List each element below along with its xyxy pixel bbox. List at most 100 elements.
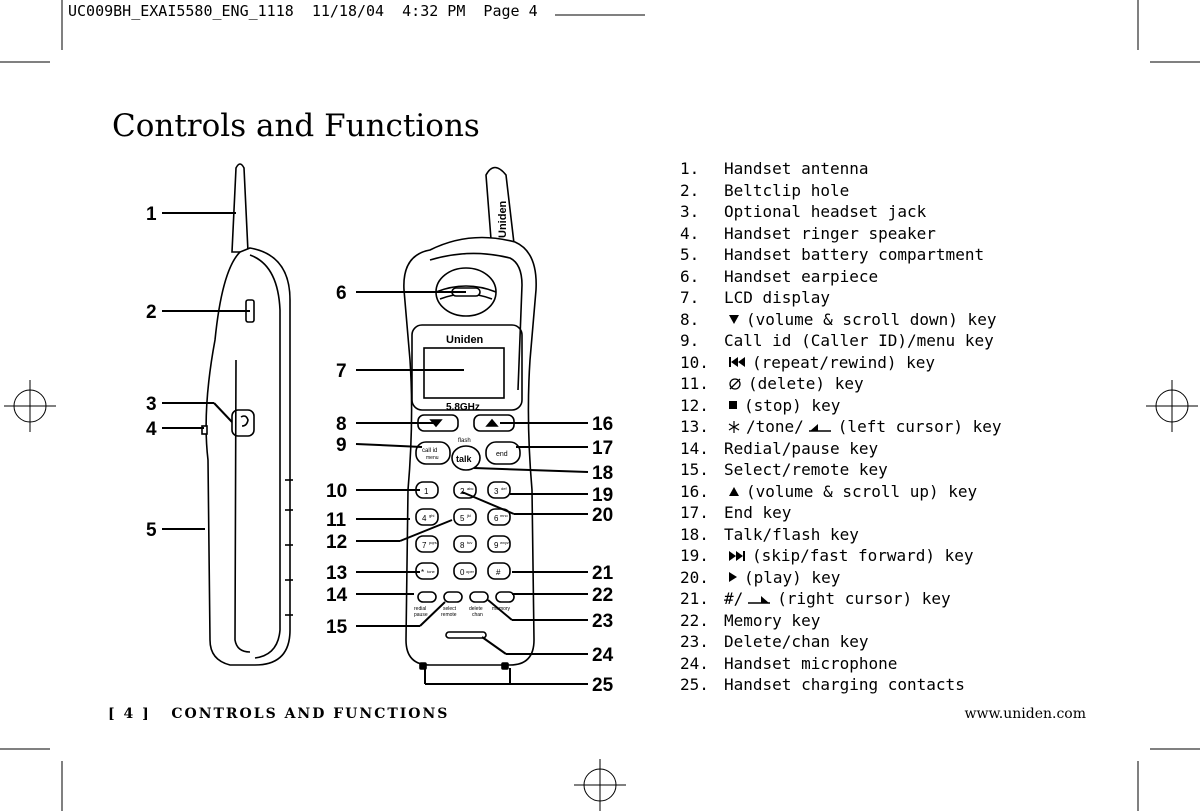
side-body bbox=[205, 247, 291, 666]
svg-text:6: 6 bbox=[494, 514, 499, 523]
control-item-text: (stop) key bbox=[744, 395, 841, 415]
handset-front-view: Uniden Uniden 5.8GHz call id menu end fl… bbox=[403, 166, 537, 670]
control-item-text: Memory key bbox=[724, 610, 821, 630]
svg-text:pause: pause bbox=[414, 612, 428, 618]
control-item-23: 23.Delete/chan key bbox=[680, 631, 1002, 653]
callout-8: 8 bbox=[336, 414, 347, 435]
callout-7: 7 bbox=[336, 361, 347, 382]
callout-13: 13 bbox=[326, 563, 347, 584]
callout-1: 1 bbox=[146, 204, 157, 225]
control-item-5: 5.Handset battery compartment bbox=[680, 244, 1002, 266]
svg-text:chan: chan bbox=[472, 612, 483, 618]
svg-text:8: 8 bbox=[460, 541, 465, 550]
footer-url: www.uniden.com bbox=[964, 706, 1086, 722]
svg-text:ghi: ghi bbox=[429, 513, 434, 518]
svg-text:3: 3 bbox=[494, 487, 499, 496]
control-item-20: 20.(play) key bbox=[680, 567, 1002, 589]
callout-24: 24 bbox=[592, 645, 614, 666]
front-antenna bbox=[485, 166, 516, 253]
svg-text:remote: remote bbox=[441, 612, 457, 618]
delete-slash-icon bbox=[728, 373, 742, 395]
svg-text:delete: delete bbox=[469, 606, 483, 612]
control-item-number: 19. bbox=[680, 546, 709, 565]
svg-text:pqrs: pqrs bbox=[429, 540, 437, 545]
control-item-number: 9. bbox=[680, 331, 700, 350]
control-item-text: Optional headset jack bbox=[724, 202, 927, 221]
left-cursor-icon bbox=[808, 416, 832, 438]
callout-18: 18 bbox=[592, 463, 613, 484]
control-item-text: LCD display bbox=[724, 288, 830, 307]
svg-text:9: 9 bbox=[494, 541, 499, 550]
registration-target-left bbox=[4, 380, 56, 432]
control-item-17: 17. End key bbox=[680, 502, 1002, 524]
control-item-number: 25. bbox=[680, 675, 709, 694]
control-item-text: Select/remote key bbox=[724, 460, 888, 479]
control-item-22: 22. Memory key bbox=[680, 610, 1002, 632]
svg-text:select: select bbox=[443, 606, 457, 612]
control-item-number: 17. bbox=[680, 503, 709, 522]
callout-23: 23 bbox=[592, 611, 613, 632]
control-item-text: Handset earpiece bbox=[724, 266, 879, 286]
svg-text:memory: memory bbox=[492, 606, 511, 612]
svg-text:wxyz: wxyz bbox=[500, 540, 509, 545]
callout-21: 21 bbox=[592, 563, 614, 584]
callout-25: 25 bbox=[592, 675, 614, 696]
control-item-prefix: #/ bbox=[724, 589, 744, 608]
control-item-number: 22. bbox=[680, 610, 709, 630]
control-item-number: 24. bbox=[680, 653, 709, 673]
svg-text:5.8GHz: 5.8GHz bbox=[446, 402, 480, 413]
ringer-speaker bbox=[201, 425, 208, 435]
control-item-text: (delete) key bbox=[748, 374, 864, 393]
svg-text:def: def bbox=[501, 486, 507, 491]
svg-text:redial: redial bbox=[414, 606, 426, 612]
svg-text:menu: menu bbox=[426, 455, 439, 461]
control-item-text: End key bbox=[724, 503, 792, 522]
control-item-text: (left cursor) key bbox=[837, 417, 1002, 436]
control-item-number: 13. bbox=[680, 417, 709, 436]
fast-forward-icon bbox=[728, 545, 746, 567]
callout-17: 17 bbox=[592, 438, 613, 459]
control-item-19: 19.(skip/fast forward) key bbox=[680, 545, 1002, 567]
callout-20: 20 bbox=[592, 505, 613, 526]
control-item-number: 6. bbox=[680, 266, 700, 286]
control-item-number: 16. bbox=[680, 481, 709, 501]
control-item-25: 25.Handset charging contacts bbox=[680, 674, 1002, 696]
down-triangle-icon bbox=[728, 309, 740, 331]
svg-text:oper: oper bbox=[466, 569, 475, 574]
svg-text:mno: mno bbox=[500, 513, 509, 518]
control-item-text: Call id (Caller ID)/menu key bbox=[724, 331, 994, 350]
talk-key bbox=[451, 445, 481, 471]
control-item-text: Beltclip hole bbox=[724, 180, 850, 200]
svg-text:abc: abc bbox=[467, 486, 473, 491]
control-item-number: 1. bbox=[680, 159, 700, 178]
control-item-4: 4.Handset ringer speaker bbox=[680, 223, 1002, 245]
control-item-number: 21. bbox=[680, 589, 709, 608]
svg-text:Uniden: Uniden bbox=[446, 334, 484, 346]
callout-12: 12 bbox=[326, 532, 347, 553]
control-item-number: 23. bbox=[680, 632, 709, 651]
control-item-number: 5. bbox=[680, 245, 700, 264]
svg-text:flash: flash bbox=[458, 438, 471, 444]
control-item-6: 6. Handset earpiece bbox=[680, 266, 1002, 288]
footer-section-label: [ 4 ] CONTROLS AND FUNCTIONS bbox=[108, 706, 450, 722]
right-cursor-icon bbox=[747, 588, 771, 610]
control-item-number: 4. bbox=[680, 223, 700, 243]
svg-text:end: end bbox=[496, 451, 508, 458]
page-title: Controls and Functions bbox=[112, 108, 480, 144]
stop-square-icon bbox=[728, 395, 738, 417]
control-item-21: 21.#/(right cursor) key bbox=[680, 588, 1002, 610]
callout-4: 4 bbox=[146, 419, 157, 440]
svg-text:jkl: jkl bbox=[466, 513, 471, 518]
callout-9: 9 bbox=[336, 435, 347, 456]
svg-text:tuv: tuv bbox=[467, 540, 472, 545]
control-item-text: Talk/flash key bbox=[724, 524, 859, 544]
control-item-text: (volume & scroll up) key bbox=[746, 481, 978, 501]
control-item-number: 3. bbox=[680, 202, 700, 221]
control-item-text: Handset antenna bbox=[724, 159, 869, 178]
control-item-text: (volume & scroll down) key bbox=[746, 309, 997, 329]
svg-text:7: 7 bbox=[422, 541, 427, 550]
